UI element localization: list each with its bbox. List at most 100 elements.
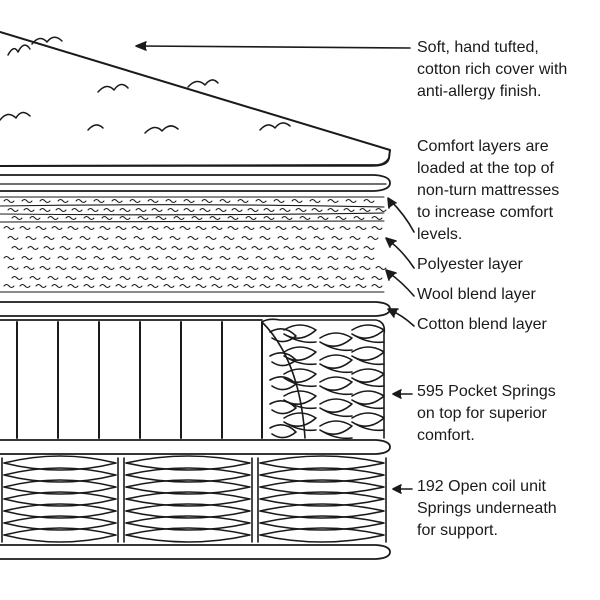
fibre-squiggle bbox=[295, 236, 307, 240]
fibre-squiggle bbox=[43, 236, 55, 240]
fibre-squiggle bbox=[323, 226, 335, 230]
fibre-squiggle bbox=[147, 199, 159, 203]
pocket-coil-turn bbox=[351, 412, 385, 432]
fibre-squiggle bbox=[35, 284, 47, 288]
fibre-squiggle bbox=[375, 266, 387, 270]
pocket-coil-turn bbox=[269, 352, 297, 367]
fibre-squiggle bbox=[61, 236, 73, 240]
fibre-squiggle bbox=[355, 284, 367, 288]
fibre-squiggle bbox=[211, 226, 223, 230]
cover-tufting-marks bbox=[0, 36, 291, 134]
fibre-squiggle bbox=[279, 208, 291, 212]
fibre-squiggle bbox=[147, 284, 159, 288]
fibre-squiggle bbox=[339, 226, 351, 230]
fibre-squiggle bbox=[205, 236, 217, 240]
fibre-squiggle bbox=[93, 199, 105, 203]
pocket-coil-turn bbox=[351, 346, 385, 366]
open-coil-unit bbox=[1, 455, 387, 543]
fibre-squiggle bbox=[263, 216, 275, 220]
pocket-coil-turn bbox=[319, 332, 353, 352]
fibre-squiggle bbox=[263, 276, 275, 280]
arrowhead-comfort bbox=[387, 197, 397, 209]
fibre-squiggle bbox=[291, 226, 303, 230]
label-wool: Wool blend layer bbox=[417, 284, 536, 306]
fibre-squiggle bbox=[231, 208, 243, 212]
pocket-coil-turn bbox=[283, 412, 317, 432]
fibre-squiggle bbox=[215, 208, 227, 212]
cotton-blend-band bbox=[0, 301, 391, 317]
label-cover-line-3: anti-allergy finish. bbox=[417, 83, 542, 100]
bottom-band bbox=[0, 544, 391, 560]
label-polyester: Polyester layer bbox=[417, 254, 523, 276]
fibre-squiggle bbox=[147, 256, 159, 260]
arrowhead-cotton bbox=[387, 308, 399, 318]
fibre-squiggle bbox=[263, 266, 275, 270]
fibre-squiggle bbox=[155, 246, 167, 250]
fibre-squiggle bbox=[237, 256, 249, 260]
fibre-squiggle bbox=[19, 284, 31, 288]
fibre-squiggle bbox=[183, 266, 195, 270]
fibre-squiggle bbox=[311, 208, 323, 212]
fibre-squiggle bbox=[147, 226, 159, 230]
pocket-coil-turn bbox=[319, 354, 353, 374]
fibre-squiggle bbox=[83, 226, 95, 230]
comfort-fibre-texture bbox=[3, 199, 387, 288]
fibre-squiggle bbox=[169, 236, 181, 240]
fibre-squiggle bbox=[203, 246, 215, 250]
fibre-squiggle bbox=[295, 266, 307, 270]
fibre-squiggle bbox=[103, 208, 115, 212]
fibre-squiggle bbox=[251, 246, 263, 250]
fibre-squiggle bbox=[65, 276, 77, 280]
fibre-squiggle bbox=[115, 236, 127, 240]
fibre-squiggle bbox=[259, 226, 271, 230]
fibre-squiggle bbox=[75, 199, 87, 203]
fibre-squiggle bbox=[309, 199, 321, 203]
fibre-squiggle bbox=[227, 276, 239, 280]
fibre-squiggle bbox=[151, 236, 163, 240]
fibre-squiggle bbox=[191, 276, 203, 280]
fibre-squiggle bbox=[163, 226, 175, 230]
fibre-squiggle bbox=[367, 236, 379, 240]
pocket-coil-turn bbox=[283, 324, 317, 344]
arrowhead-cover bbox=[135, 41, 147, 51]
comfort-fibre-layers bbox=[0, 196, 385, 293]
fibre-squiggle bbox=[65, 216, 77, 220]
fibre-squiggle bbox=[201, 199, 213, 203]
fibre-squiggle bbox=[55, 266, 67, 270]
open-coil-loop bbox=[259, 527, 385, 543]
fibre-squiggle bbox=[241, 236, 253, 240]
fibre-squiggle bbox=[111, 256, 123, 260]
fibre-squiggle bbox=[345, 256, 357, 260]
fibre-squiggle bbox=[93, 256, 105, 260]
fibre-squiggle bbox=[3, 284, 15, 288]
fibre-squiggle bbox=[167, 208, 179, 212]
fibre-squiggle bbox=[267, 246, 279, 250]
fibre-squiggle bbox=[21, 199, 33, 203]
fibre-squiggle bbox=[155, 216, 167, 220]
fibre-squiggle bbox=[299, 276, 311, 280]
fibre-squiggle bbox=[259, 284, 271, 288]
open-coil-loop bbox=[125, 527, 251, 543]
fibre-squiggle bbox=[67, 284, 79, 288]
fibre-squiggle bbox=[211, 284, 223, 288]
label-pocket-line-1: 595 Pocket Springs bbox=[417, 383, 556, 400]
fibre-squiggle bbox=[91, 246, 103, 250]
label-polyester-line-1: Polyester layer bbox=[417, 256, 523, 273]
fibre-squiggle bbox=[187, 246, 199, 250]
fibre-squiggle bbox=[115, 226, 127, 230]
fibre-squiggle bbox=[137, 216, 149, 220]
fibre-squiggle bbox=[47, 216, 59, 220]
fibre-squiggle bbox=[247, 208, 259, 212]
fibre-squiggle bbox=[313, 236, 325, 240]
fibre-squiggle bbox=[75, 256, 87, 260]
fibre-squiggle bbox=[11, 216, 23, 220]
fibre-squiggle bbox=[259, 236, 271, 240]
fibre-squiggle bbox=[327, 208, 339, 212]
fibre-squiggle bbox=[331, 246, 343, 250]
pocket-coil-turn bbox=[319, 376, 353, 396]
fibre-squiggle bbox=[199, 266, 211, 270]
fibre-squiggle bbox=[335, 276, 347, 280]
arrow-cover bbox=[137, 45, 411, 49]
fibre-squiggle bbox=[131, 226, 143, 230]
